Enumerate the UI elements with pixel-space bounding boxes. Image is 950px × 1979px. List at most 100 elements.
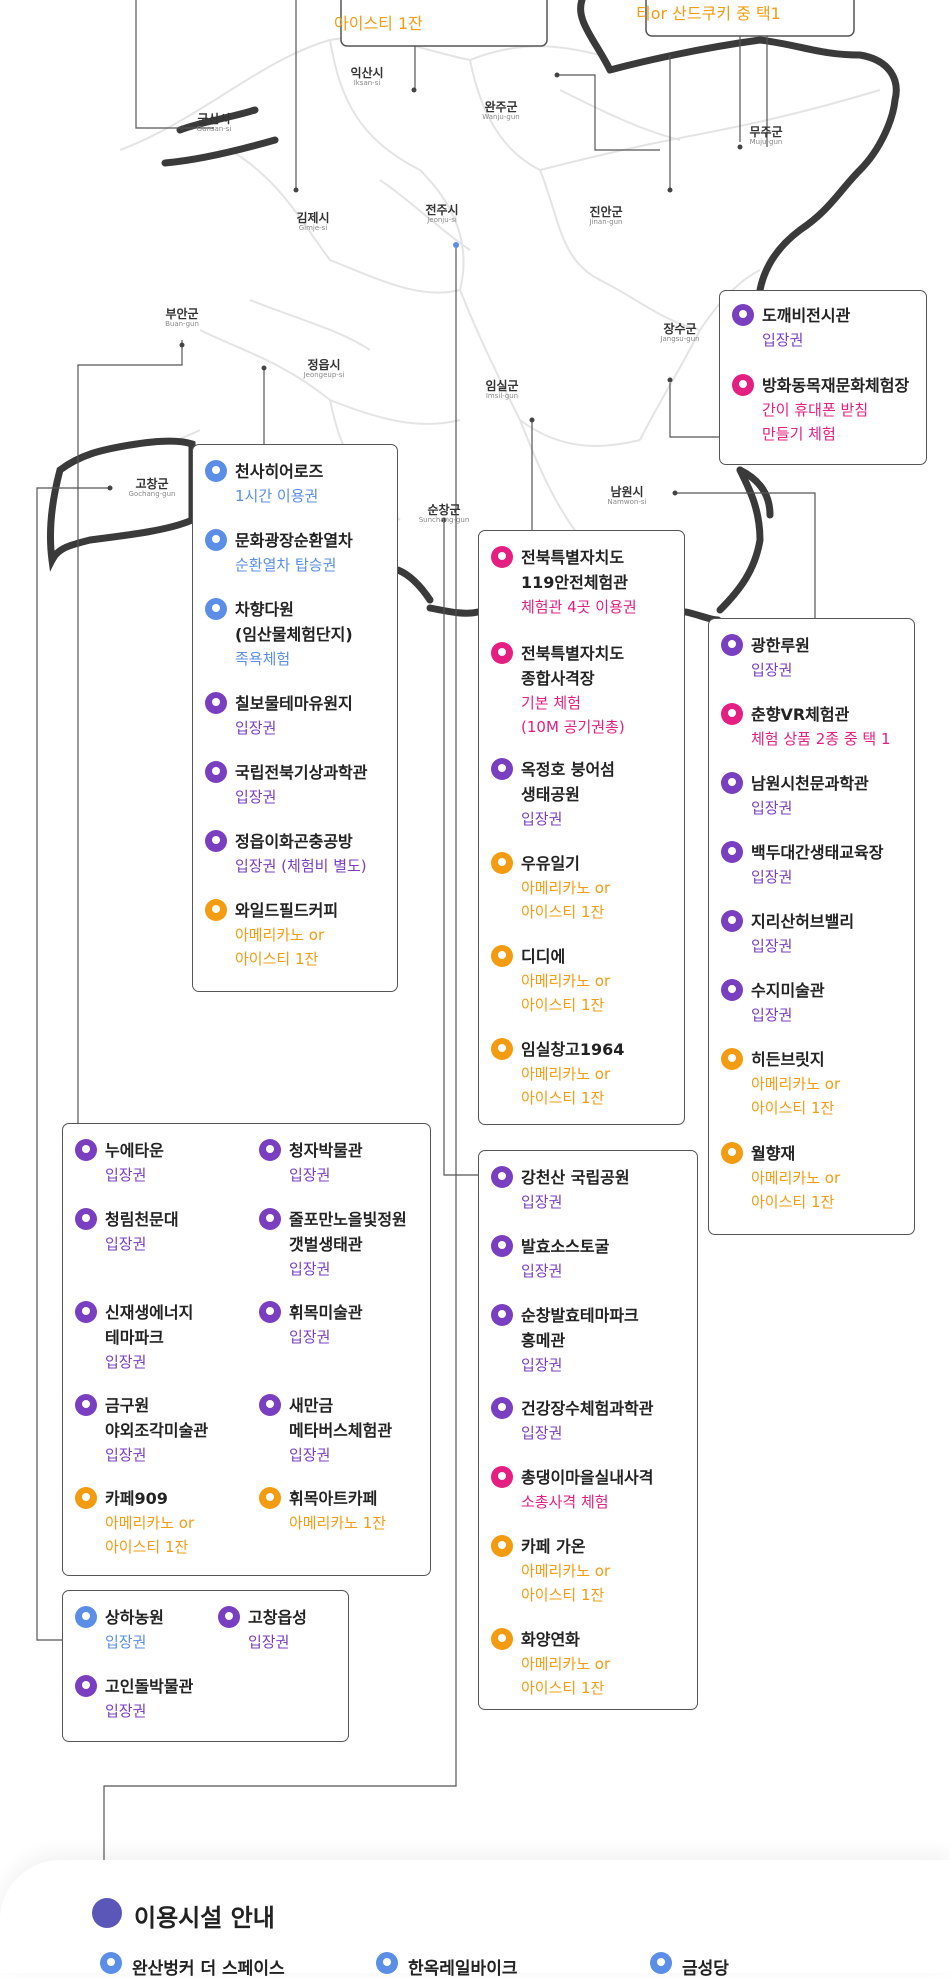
location-pin-icon [376,1952,398,1974]
facility-item[interactable]: 차향다원 (임산물체험단지)족욕체험 [205,597,353,671]
region-name-ko: 순창군 [427,503,461,517]
region-name-en: Buan-gun [165,320,199,329]
facility-benefit: 입장권 [521,1193,563,1211]
facility-name: 발효소스토굴 [521,1237,610,1256]
facility-name: 금구원 야외조각미술관 [105,1396,209,1440]
facility-name: 차향다원 (임산물체험단지) [235,600,353,644]
location-pin-icon [721,979,743,1001]
location-pin-icon [732,374,754,396]
facility-benefit: 아메리카노 or 아이스티 1잔 [521,1065,611,1107]
facility-name: 히든브릿지 [751,1050,825,1069]
location-pin-icon [721,772,743,794]
facility-name: 문화광장순환열차 [235,531,353,550]
facility-name: 상하농원 [105,1608,164,1627]
legend-item[interactable]: 한옥레일바이크 [376,1952,517,1979]
location-pin-icon [259,1301,281,1323]
facility-benefit: 입장권 [751,799,793,817]
facility-benefit: 입장권 [105,1353,147,1371]
facility-name: 누에타운 [105,1141,164,1160]
region-name-en: Muju-gun [749,138,783,147]
location-pin-icon [491,852,513,874]
facility-benefit: 아메리카노 or 아이스티 1잔 [751,1169,841,1211]
top-partial-desc: 티or 산드쿠키 중 택1 [636,4,781,23]
region-name-ko: 전주시 [425,203,459,217]
facility-name: 방화동목재문화체험장 [762,376,910,395]
location-pin-icon [721,910,743,932]
facility-benefit: 입장권 [105,1166,147,1184]
location-pin-icon [491,1397,513,1419]
facility-name: 정읍이화곤충공방 [235,832,353,851]
facility-benefit: 입장권 [105,1702,147,1720]
facility-benefit: 입장권 [289,1328,331,1346]
facility-name: 카페 가온 [521,1537,586,1556]
facility-benefit: 입장권 [105,1446,147,1464]
region-name-ko: 남원시 [610,485,644,499]
region-name-en: Gochang-gun [128,490,176,499]
legend-item[interactable]: 완산벙커 더 스페이스 [100,1952,285,1979]
location-pin-icon [205,761,227,783]
region-name-ko: 무주군 [749,125,783,139]
location-pin-icon [491,1304,513,1326]
legend-item[interactable]: 금성당 [650,1952,729,1979]
location-pin-icon [721,703,743,725]
region-name-en: Imsil-gun [485,392,519,401]
region-name-en: Iksan-si [353,79,381,88]
facility-name: 고인돌박물관 [105,1677,194,1696]
facility-name: 지리산허브밸리 [751,912,855,931]
location-pin-icon [491,945,513,967]
region-name-ko: 진안군 [589,205,623,219]
location-pin-icon [75,1394,97,1416]
province-outline-west [46,437,196,572]
facility-name: 휘목아트카페 [289,1489,378,1508]
